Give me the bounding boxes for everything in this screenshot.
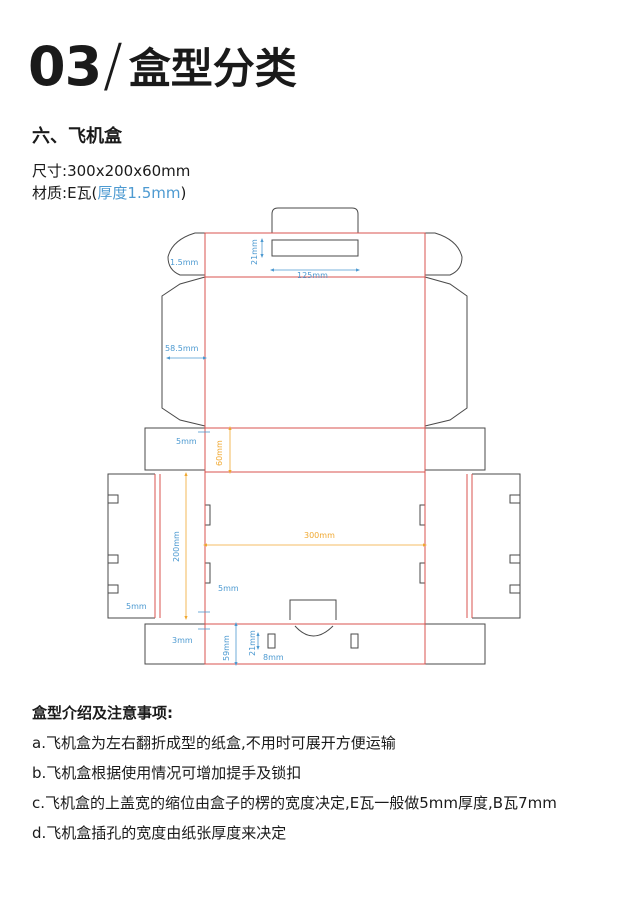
label-gap-front: 3mm [172, 636, 193, 645]
label-base-length: 300mm [304, 531, 335, 540]
handle-tab [205, 207, 425, 234]
note-item: d.飞机盒插孔的宽度由纸张厚度来决定 [32, 824, 287, 842]
side-tab-right [425, 427, 486, 471]
label-flap-gap: 1.5mm [170, 258, 199, 267]
label-front-height: 59mm [222, 635, 231, 661]
label-handle-width: 125mm [297, 271, 328, 280]
base-flap-right [472, 473, 521, 619]
page-heading: 03 / 盒型分类 [28, 14, 297, 94]
lid-ear-right [425, 232, 463, 276]
cut-lines [107, 207, 521, 665]
front-lock-tab-cut [294, 625, 334, 637]
spec-size: 尺寸:300x200x60mm [32, 160, 190, 181]
fold-lines [154, 232, 473, 665]
label-side-height: 60mm [215, 440, 224, 466]
note-item: a.飞机盒为左右翻折成型的纸盒,不用时可展开方便运输 [32, 734, 396, 752]
slot-left [267, 633, 276, 649]
slot-right [350, 633, 359, 649]
side-tab-left [144, 427, 205, 471]
notes: 盒型介绍及注意事项: a.飞机盒为左右翻折成型的纸盒,不用时可展开方便运输 b.… [32, 698, 557, 848]
spec-material: 材质:E瓦(厚度1.5mm) [32, 182, 186, 203]
label-gap-top-left: 5mm [176, 437, 197, 446]
spec-material-value: E瓦 [67, 184, 92, 202]
spec-thickness: 厚度1.5mm [97, 184, 181, 202]
heading-number: 03 [28, 35, 102, 98]
spec-size-label: 尺寸: [32, 162, 68, 180]
lid-top-panel [204, 276, 426, 429]
front-panel [204, 623, 426, 665]
note-item: b.飞机盒根据使用情况可增加提手及锁扣 [32, 764, 302, 782]
front-panel-right [425, 623, 486, 665]
heading-slash: / [103, 31, 123, 99]
lock-slots [205, 504, 425, 584]
dimension-lines-blue [166, 238, 360, 666]
notes-heading: 盒型介绍及注意事项: [32, 704, 173, 722]
label-slot-width: 8mm [263, 653, 284, 662]
base-flap-left-notches [108, 494, 119, 594]
spec-material-label: 材质: [32, 184, 68, 202]
note-item: c.飞机盒的上盖宽的缩位由盒子的楞的宽度决定,E瓦一般做5mm厚度,B瓦7mm [32, 794, 557, 812]
dimension-labels-orange: 60mm 300mm [215, 440, 335, 540]
lid-flap-left [161, 276, 206, 427]
label-lid-depth: 58.5mm [165, 344, 199, 353]
front-lock-tab [289, 599, 337, 620]
label-gap-center: 5mm [218, 584, 239, 593]
heading-title: 盒型分类 [128, 43, 297, 93]
section-title: 六、飞机盒 [32, 126, 122, 147]
base-flap-right-notches [509, 494, 520, 594]
label-slot-height: 21mm [248, 630, 257, 656]
dimension-lines-orange [184, 426, 427, 620]
spec-size-value: 300x200x60mm [67, 162, 191, 180]
dimension-labels: 1.5mm 21mm 125mm 58.5mm 5mm 200mm 5mm 5m… [126, 239, 328, 662]
label-gap-bottom-left: 5mm [126, 602, 147, 611]
label-handle-height: 21mm [250, 239, 259, 265]
base-panel [204, 471, 426, 625]
spec-thickness-open: ( [91, 184, 98, 202]
lid-flap-right [424, 276, 468, 427]
spec-thickness-close: ) [180, 184, 187, 202]
side-wall-panel [204, 427, 426, 473]
label-base-width: 200mm [172, 531, 181, 562]
lid-ear-left [167, 232, 205, 276]
handle-hole [271, 239, 359, 257]
base-flap-left [107, 473, 155, 619]
